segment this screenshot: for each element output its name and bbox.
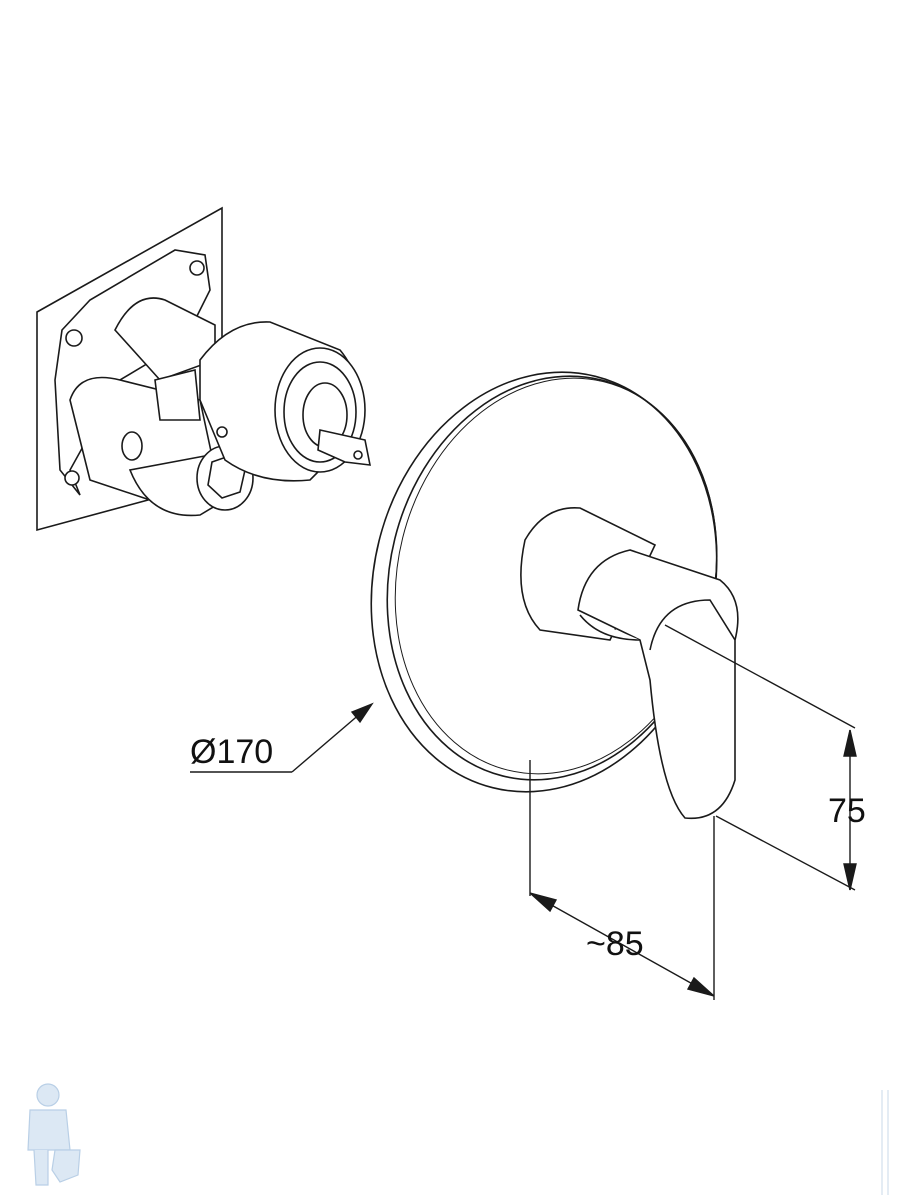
depth-label: ~85 <box>586 925 644 963</box>
concealed-valve-body <box>54 249 372 517</box>
height-dimension <box>664 624 857 891</box>
diameter-label: Ø170 <box>190 733 274 771</box>
diameter-dimension <box>190 702 374 773</box>
depth-dimension <box>529 760 715 1000</box>
watermark-text <box>881 1090 889 1195</box>
lever-handle <box>520 507 739 820</box>
watermark-logo-icon <box>27 1083 81 1186</box>
height-label: 75 <box>828 792 866 830</box>
